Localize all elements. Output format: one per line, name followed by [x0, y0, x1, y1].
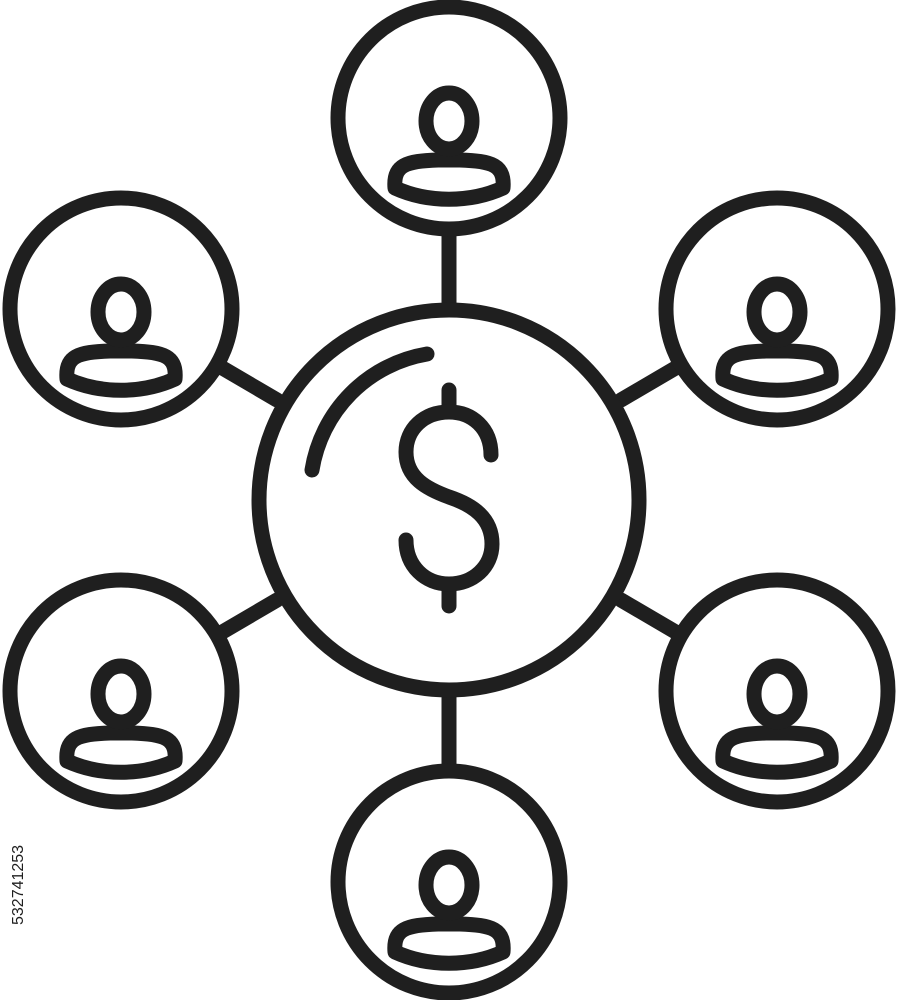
- person-icon: [715, 725, 839, 780]
- coin-shine-arc: [304, 346, 435, 478]
- connector-line-upper-left: [211, 358, 285, 408]
- person-icon: [715, 343, 839, 398]
- person-circle-upper-right: [658, 190, 896, 428]
- person-circle-lower-left: [2, 572, 240, 810]
- person-icon: [387, 916, 511, 971]
- person-icon: [59, 725, 183, 780]
- person-circle-upper-left: [2, 190, 240, 428]
- person-icon: [387, 152, 511, 207]
- dollar-icon: [398, 382, 500, 614]
- person-circle-top: [330, 0, 568, 237]
- connector-line-lower-left: [211, 592, 285, 642]
- connector-line-lower-right: [613, 592, 687, 642]
- connector-lines: [211, 224, 687, 776]
- person-icon: [59, 343, 183, 398]
- coin-circle: [251, 302, 647, 698]
- connector-line-upper-right: [613, 358, 687, 408]
- coin-hub: [251, 302, 647, 698]
- stock-id-text: 532741253: [10, 844, 27, 926]
- person-circle-bottom: [330, 763, 568, 1000]
- person-circle-lower-right: [658, 572, 896, 810]
